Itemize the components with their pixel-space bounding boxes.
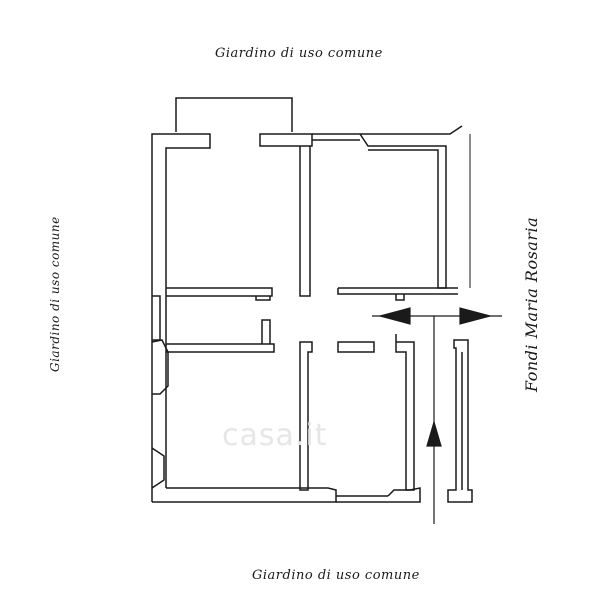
side-wall-right (447, 339, 473, 503)
label-right-neighbor: Fondi Maria Rosaria (522, 216, 541, 392)
window-left-2 (151, 447, 165, 489)
outer-wall-top-left (151, 133, 211, 502)
window-top (312, 133, 360, 141)
partition-bottom-left (166, 343, 275, 353)
arrow-head-left (377, 307, 411, 325)
watermark-text: casa.it (222, 418, 328, 453)
partition-top-left (166, 287, 273, 297)
arrow-head-up (426, 419, 442, 447)
outer-wall-top-center (259, 133, 313, 147)
interior-wall-bottom-center (299, 341, 313, 491)
interior-wall-top-center (299, 146, 311, 297)
label-left-garden: Giardino di uso comune (48, 216, 62, 372)
left-opening (152, 295, 161, 341)
outer-wall-bottom (152, 487, 337, 503)
partition-bottom-right (337, 341, 375, 353)
label-top-garden: Giardino di uso comune (215, 46, 383, 61)
balcony (175, 97, 293, 132)
outer-wall-bottom-right (387, 487, 421, 503)
window-left-1 (151, 339, 169, 395)
outer-wall-top-right (359, 125, 463, 289)
label-bottom-garden: Giardino di uso comune (252, 568, 420, 583)
partition-top-right (337, 287, 458, 295)
window-bottom (336, 495, 388, 503)
arrow-head-right (459, 307, 493, 325)
